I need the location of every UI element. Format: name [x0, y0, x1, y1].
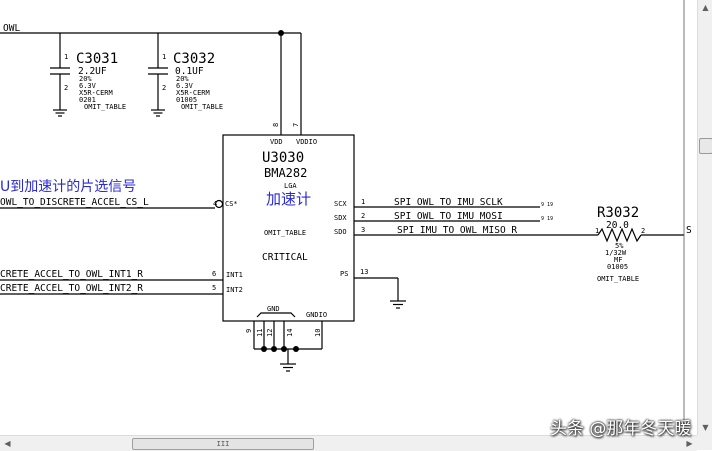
ic-pin-8-num: 8: [272, 123, 280, 127]
cs-annotation: U到加速计的片选信号: [0, 179, 136, 195]
ic-pin-5-num: 5: [212, 284, 216, 292]
c3032-pin2: 2: [162, 84, 166, 92]
r3032-type: MF: [614, 256, 622, 264]
scroll-right-icon[interactable]: ▶: [686, 439, 693, 448]
c3032-pin1: 1: [162, 53, 166, 61]
ic-pin-14-num: 14: [286, 329, 294, 337]
c3031-pin1: 1: [64, 53, 68, 61]
vertical-scroll-thumb[interactable]: [699, 138, 712, 154]
ic-pin-13-num: 13: [360, 268, 368, 276]
c3031-tol: 20%: [79, 75, 92, 83]
ic-pin-6-num: 6: [212, 270, 216, 278]
net-spi-sclk: SPI_OWL_TO_IMU_SCLK: [394, 197, 503, 208]
ic-pin-2-num: 2: [361, 212, 365, 220]
c3031-note: OMIT_TABLE: [84, 103, 126, 111]
c3032-dielectric: X5R-CERM: [176, 89, 210, 97]
ic-pin-sdx: SDX: [334, 214, 347, 222]
scroll-down-icon[interactable]: ▼: [702, 423, 709, 432]
ic-pin-3-num: 3: [361, 226, 365, 234]
ic-pin-int2: INT2: [226, 286, 243, 294]
c3032-package: 01005: [176, 96, 197, 104]
c3031-package: 0201: [79, 96, 96, 104]
net-mosi-ref: 9 19: [541, 216, 553, 222]
ic-gndio-label: GNDIO: [306, 311, 327, 319]
r3032-tol: 5%: [615, 242, 624, 250]
ic-pin-12-num: 12: [266, 329, 274, 337]
scrollbar-corner: [697, 435, 712, 450]
r3032-value: 20.0: [606, 220, 629, 231]
net-cs: OWL_TO_DISCRETE_ACCEL_CS_L: [0, 197, 149, 208]
net-spi-mosi: SPI_OWL_TO_IMU_MOSI: [394, 211, 503, 222]
c3031-voltage: 6.3V: [79, 82, 97, 90]
ic-pin-scx: SCX: [334, 200, 347, 208]
ic-part: BMA282: [264, 166, 307, 180]
ic-pin-11-num: 11: [256, 329, 264, 337]
ic-pin-10-num: 10: [314, 329, 322, 337]
scroll-left-icon[interactable]: ◀: [4, 439, 11, 448]
c3032-value: 0.1UF: [175, 66, 204, 77]
ic-pin-vddio: VDDIO: [296, 138, 317, 146]
schematic-viewport[interactable]: OWL C3031 2.2UF 20% 6.3V X5R-CERM 0201 O…: [0, 0, 697, 435]
ic-pin-4-num: 4: [213, 200, 217, 208]
ic-pin-ps: PS: [340, 270, 348, 278]
c3032-tol: 20%: [176, 75, 189, 83]
net-sclk-ref: 9 19: [541, 202, 553, 208]
ic-package: LGA: [284, 182, 297, 190]
watermark: 头条 @那年冬天暖: [550, 419, 692, 439]
ic-cn-label: 加速计: [266, 190, 311, 208]
r3032-pin1: 1: [595, 227, 599, 235]
r3032-pin2: 2: [641, 227, 645, 235]
r3032-ref: R3032: [597, 205, 639, 221]
c3032-voltage: 6.3V: [176, 82, 194, 90]
c3031-value: 2.2UF: [78, 66, 107, 77]
net-spi-miso: SPI_IMU_TO_OWL_MISO_R: [397, 225, 517, 236]
c3031-dielectric: X5R-CERM: [79, 89, 113, 97]
c3031-ref: C3031: [76, 51, 118, 67]
net-int2: CRETE_ACCEL_TO_OWL_INT2_R: [0, 283, 143, 294]
net-int1: CRETE_ACCEL_TO_OWL_INT1_R: [0, 269, 143, 280]
net-r3032-out: S: [686, 225, 692, 236]
vertical-scrollbar[interactable]: ▲ ▼: [697, 0, 712, 435]
r3032-power: 1/32W: [605, 249, 627, 257]
horizontal-scroll-thumb[interactable]: III: [132, 438, 314, 450]
r3032-note: OMIT_TABLE: [597, 275, 639, 283]
ic-pin-7-num: 7: [292, 123, 300, 127]
c3031-pin2: 2: [64, 84, 68, 92]
ic-gnd-label: GND: [267, 305, 280, 313]
net-label-owl: OWL: [3, 23, 20, 34]
r3032-package: 01005: [607, 263, 628, 271]
ic-pin-1-num: 1: [361, 198, 365, 206]
schematic-canvas: OWL C3031 2.2UF 20% 6.3V X5R-CERM 0201 O…: [0, 0, 692, 435]
ic-pin-vdd: VDD: [270, 138, 283, 146]
c3032-ref: C3032: [173, 51, 215, 67]
ic-pin-sdo: SDO: [334, 228, 347, 236]
ic-pin-int1: INT1: [226, 271, 243, 279]
ic-omit: OMIT_TABLE: [264, 229, 306, 237]
scroll-up-icon[interactable]: ▲: [702, 3, 709, 12]
ic-pin-cs: CS*: [225, 200, 238, 208]
c3032-note: OMIT_TABLE: [181, 103, 223, 111]
ic-critical: CRITICAL: [262, 252, 308, 263]
ic-ref: U3030: [262, 150, 304, 166]
ic-pin-9-num: 9: [245, 329, 253, 333]
